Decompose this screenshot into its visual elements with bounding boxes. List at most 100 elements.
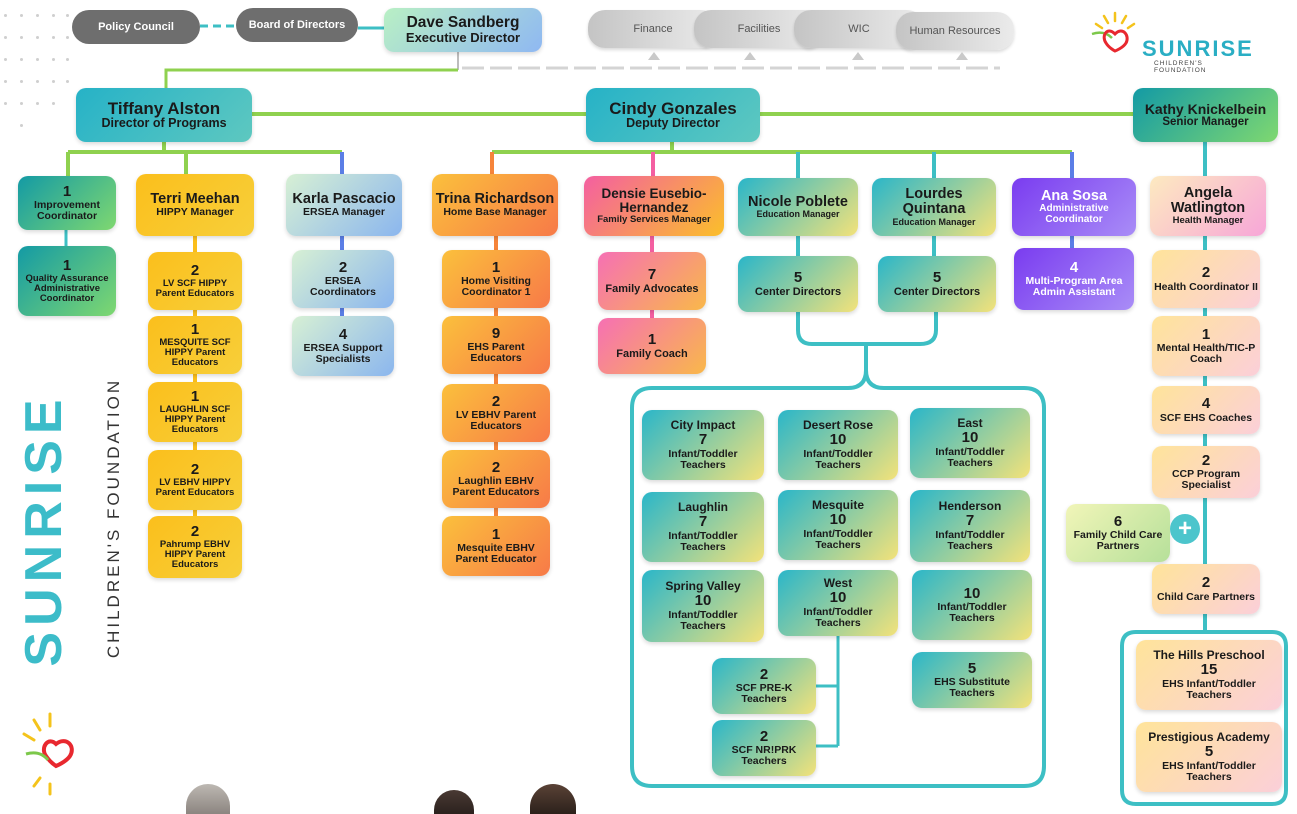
role-label: MESQUITE SCF HIPPY Parent Educators	[159, 337, 231, 369]
triangle-marker	[852, 52, 864, 60]
count: 10	[961, 428, 979, 446]
count: 5	[1204, 742, 1214, 760]
dept-finance-label: Finance	[633, 23, 673, 35]
role-label: Child Care Partners	[1156, 590, 1256, 603]
leader-cindy-gonzales: Cindy Gonzales Deputy Director	[586, 88, 760, 142]
center-box: Henderson 7 Infant/Toddler Teachers	[910, 490, 1030, 562]
count: 1	[1201, 325, 1211, 343]
center-box: Spring Valley 10 Infant/Toddler Teachers	[642, 570, 764, 642]
leader-title: Senior Manager	[1162, 116, 1249, 129]
staff-box: 2 LV EBHV Parent Educators	[442, 384, 550, 442]
role-label: Pahrump EBHV HIPPY Parent Educators	[159, 539, 231, 571]
leader-title: Director of Programs	[101, 116, 227, 131]
manager-name: Densie Eusebio-Hernandez	[601, 185, 707, 216]
center-name: Mesquite	[811, 498, 864, 513]
role-label: Infant/Toddler Teachers	[668, 529, 738, 553]
role-label: Family Advocates	[605, 282, 699, 295]
manager-trina-richardson: Trina Richardson Home Base Manager	[432, 174, 558, 236]
role-label: LV EBHV HIPPY Parent Educators	[155, 477, 235, 499]
count: 2	[190, 261, 200, 279]
role-label: Infant/Toddler Teachers	[668, 447, 738, 471]
logo-name: SUNRISE	[1142, 36, 1254, 61]
role-label: ERSEA Coordinators	[310, 275, 376, 299]
count: 7	[698, 512, 708, 530]
substitutes-box: 5 EHS Substitute Teachers	[912, 652, 1032, 708]
manager-title: Health Manager	[1172, 215, 1244, 227]
manager-name: Nicole Poblete	[748, 193, 848, 210]
triangle-marker	[648, 52, 660, 60]
count: 2	[190, 522, 200, 540]
count: 7	[647, 265, 657, 283]
count: 2	[759, 665, 769, 683]
side-logo: SUNRISE CHILDREN'S FOUNDATION	[4, 360, 123, 700]
staff-box: 1 Family Coach	[598, 318, 706, 374]
role-label: Improvement Coordinator	[34, 199, 100, 223]
role-label: Laughlin EBHV Parent Educators	[452, 475, 540, 499]
executive-director-box: Dave Sandberg Executive Director	[384, 8, 542, 52]
manager-title: Administrative Coordinator	[1039, 203, 1109, 225]
staff-box: 1 MESQUITE SCF HIPPY Parent Educators	[148, 316, 242, 374]
count: 2	[491, 392, 501, 410]
role-label: Mesquite EBHV Parent Educator	[455, 542, 537, 566]
count: 1	[62, 256, 72, 274]
leader-name: Kathy Knickelbein	[1144, 100, 1267, 117]
quality-assurance-box: 1 Quality Assurance Administrative Coord…	[18, 246, 116, 316]
staff-box: 1 Mesquite EBHV Parent Educator	[442, 516, 550, 576]
side-logo-subtitle: CHILDREN'S FOUNDATION	[104, 377, 123, 659]
policy-council-label: Policy Council	[98, 21, 174, 33]
role-label: Infant/Toddler Teachers	[935, 445, 1005, 469]
center-box: West 10 Infant/Toddler Teachers	[778, 570, 898, 636]
role-label: Health Coordinator II	[1154, 280, 1258, 293]
count: 2	[190, 460, 200, 478]
center-directors-box: 5 Center Directors	[878, 256, 996, 312]
role-label: Center Directors	[893, 285, 981, 298]
plus-sign: +	[1177, 515, 1192, 542]
dept-human-resources: Human Resources	[896, 12, 1014, 50]
manager-name: Lourdes Quintana	[902, 186, 966, 218]
logo-subtitle: CHILDREN'S FOUNDATION	[1154, 60, 1207, 74]
staff-box: 9 EHS Parent Educators	[442, 316, 550, 374]
role-label: LV SCF HIPPY Parent Educators	[155, 278, 235, 300]
role-label: EHS Infant/Toddler Teachers	[1162, 677, 1256, 701]
staff-box: 2 ERSEA Coordinators	[292, 250, 394, 308]
role-label: EHS Parent Educators	[467, 341, 525, 365]
count: 1	[647, 330, 657, 348]
role-label: Quality Assurance Administrative Coordin…	[25, 273, 109, 305]
manager-name: Terri Meehan	[150, 190, 240, 207]
partner-box: Prestigious Academy 5 EHS Infant/Toddler…	[1136, 722, 1282, 792]
center-directors-box: 5 Center Directors	[738, 256, 858, 312]
board-label: Board of Directors	[248, 19, 346, 31]
center-box: Laughlin 7 Infant/Toddler Teachers	[642, 492, 764, 562]
admin-assistant-box: 4 Multi-Program Area Admin Assistant	[1014, 248, 1134, 310]
role-label: Infant/Toddler Teachers	[803, 447, 873, 471]
role-label: Family Coach	[616, 347, 688, 360]
manager-angela-watlington: Angela Watlington Health Manager	[1150, 176, 1266, 236]
count: 5	[793, 268, 803, 286]
policy-council-box: Policy Council	[72, 10, 200, 44]
role-label: Mental Health/TIC-P Coach	[1156, 342, 1256, 366]
partner-name: Prestigious Academy	[1148, 730, 1270, 745]
center-name: West	[823, 576, 853, 591]
role-label: ERSEA Support Specialists	[303, 342, 383, 366]
role-label: SCF EHS Coaches	[1159, 411, 1253, 424]
count: 10	[963, 584, 981, 602]
prek-box: 2 SCF PRE-K Teachers	[712, 658, 816, 714]
role-label: Infant/Toddler Teachers	[935, 528, 1005, 552]
staff-box: 4 SCF EHS Coaches	[1152, 386, 1260, 434]
count: 2	[491, 458, 501, 476]
count: 5	[932, 268, 942, 286]
nrprk-box: 2 SCF NR!PRK Teachers	[712, 720, 816, 776]
center-name: Desert Rose	[802, 418, 874, 433]
manager-terri-meehan: Terri Meehan HIPPY Manager	[136, 174, 254, 236]
center-box: Desert Rose 10 Infant/Toddler Teachers	[778, 410, 898, 480]
manager-nicole-poblete: Nicole Poblete Education Manager	[738, 178, 858, 236]
count: 10	[829, 588, 847, 606]
role-label: Infant/Toddler Teachers	[803, 605, 873, 629]
role-label: Family Child Care Partners	[1073, 529, 1163, 553]
dept-facilities-label: Facilities	[737, 23, 781, 35]
manager-title: Education Manager	[892, 216, 976, 227]
manager-karla-pascacio: Karla Pascacio ERSEA Manager	[286, 174, 402, 236]
side-sun-icon	[22, 712, 74, 796]
center-name: East	[957, 416, 983, 431]
count: 1	[491, 525, 501, 543]
